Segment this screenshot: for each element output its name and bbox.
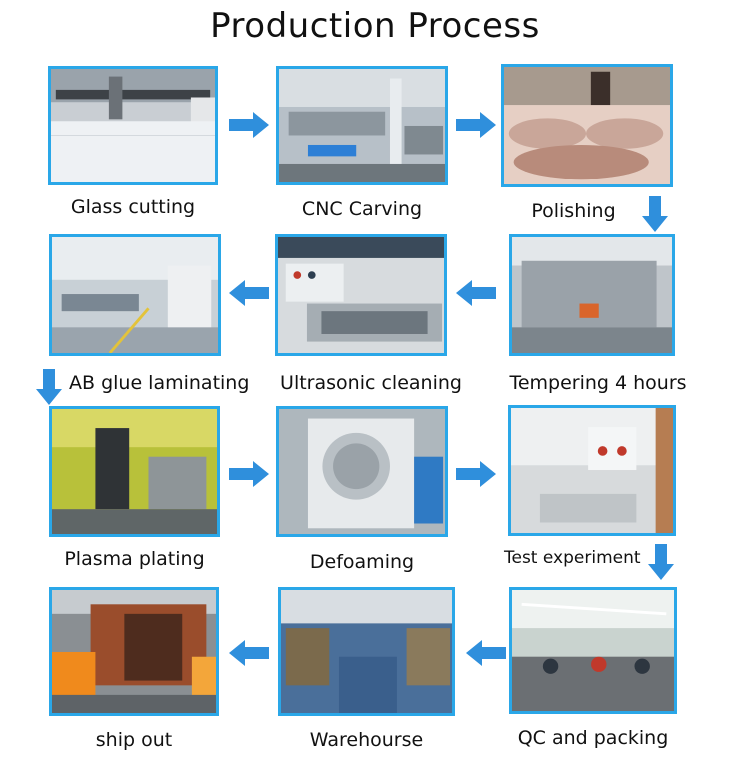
- defoaming-photo: [276, 406, 448, 537]
- laminating-photo: [49, 234, 221, 356]
- polishing-photo: [501, 64, 673, 187]
- plasma-plating-photo: [49, 406, 220, 537]
- step-label: Plasma plating: [64, 548, 205, 570]
- arrow-right-icon: [456, 461, 496, 487]
- warehouse-photo: [278, 587, 455, 716]
- step-label: Glass cutting: [70, 196, 196, 218]
- page-title: Production Process: [210, 6, 540, 46]
- arrow-down-icon: [642, 196, 668, 232]
- arrow-left-icon: [229, 640, 269, 666]
- arrow-right-icon: [456, 112, 496, 138]
- tempering-photo: [509, 234, 675, 356]
- arrow-down-icon: [36, 369, 62, 405]
- ultrasonic-cleaning-photo: [275, 234, 447, 356]
- ship-out-photo: [49, 587, 219, 716]
- arrow-left-icon: [229, 280, 269, 306]
- step-label: Polishing: [531, 200, 616, 222]
- arrow-down-icon: [648, 544, 674, 580]
- glass-cutting-photo: [48, 66, 218, 185]
- test-experiment-photo: [508, 405, 676, 536]
- step-label: Warehourse: [309, 729, 424, 751]
- step-label: Test experiment: [504, 548, 641, 568]
- arrow-left-icon: [456, 280, 496, 306]
- arrow-left-icon: [466, 640, 506, 666]
- arrow-right-icon: [229, 112, 269, 138]
- qc-packing-photo: [509, 587, 677, 714]
- step-label: Ultrasonic cleaning: [280, 372, 462, 394]
- cnc-carving-photo: [276, 66, 448, 185]
- arrow-right-icon: [229, 461, 269, 487]
- step-label: ship out: [95, 729, 173, 751]
- step-label: CNC Carving: [301, 198, 423, 220]
- step-label: AB glue laminating: [69, 372, 250, 394]
- step-label: Defoaming: [309, 551, 415, 573]
- step-label: QC and packing: [517, 727, 669, 749]
- step-label: Tempering 4 hours: [509, 372, 687, 394]
